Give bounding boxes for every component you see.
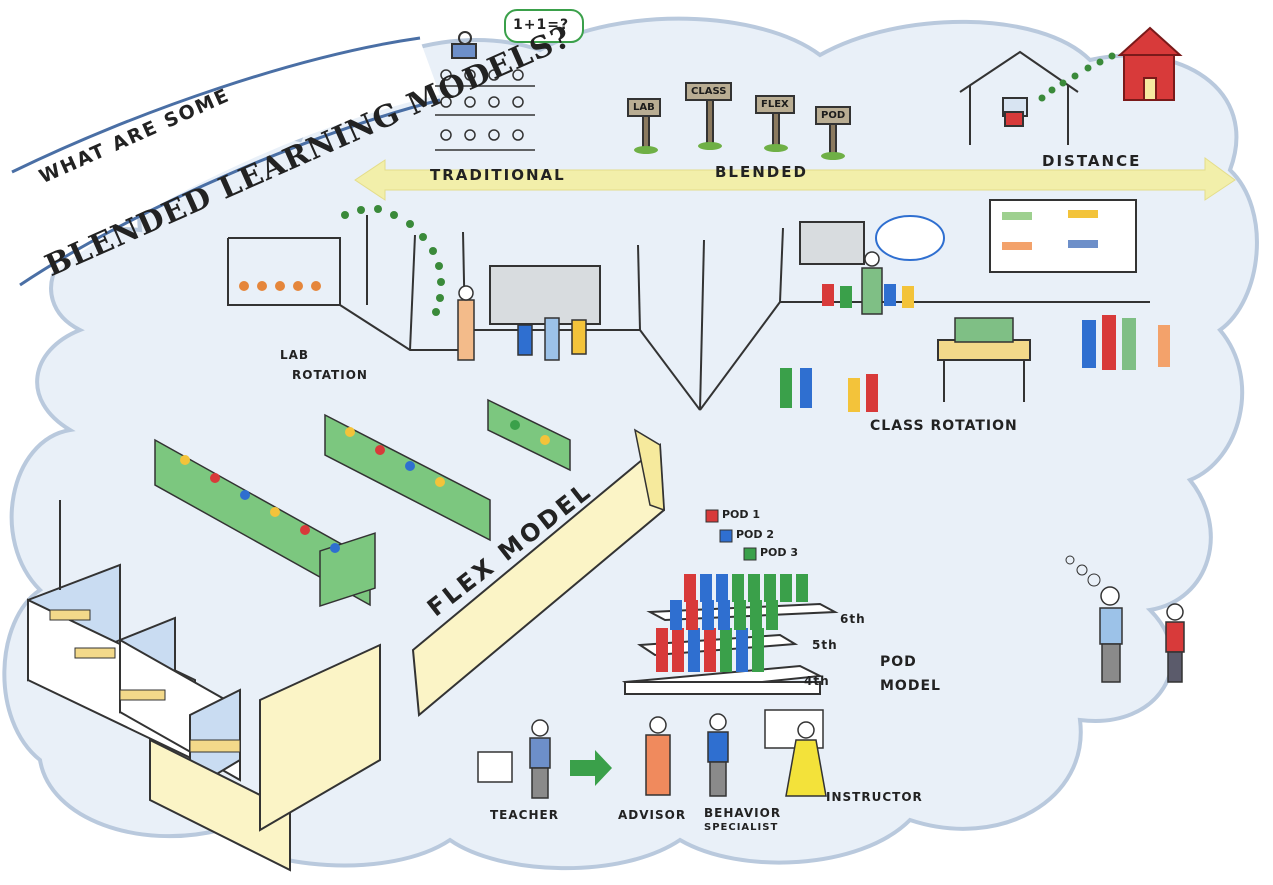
role-behavior: BEHAVIOR — [704, 806, 782, 820]
lab-people — [457, 285, 587, 361]
lab-rotation-line-1: LAB — [280, 348, 310, 362]
cloud-shape — [2, 16, 1259, 871]
traditional-classroom — [435, 31, 535, 151]
role-specialist: SPECIALIST — [704, 822, 779, 833]
pod-legend-1: POD 1 — [722, 508, 761, 521]
school-building — [1117, 26, 1183, 101]
sign-pod: POD — [815, 106, 852, 125]
flex-model-cubicles — [154, 398, 571, 608]
pod-model-line-2: MODEL — [880, 678, 941, 694]
class-rotation-label: CLASS ROTATION — [870, 418, 1018, 434]
pod-model-line-1: POD — [880, 654, 917, 670]
board-equation: 1+1=? — [513, 17, 570, 33]
role-figures — [477, 709, 827, 799]
grade-6th: 6th — [840, 612, 866, 626]
class-rotation — [780, 199, 1170, 412]
pod-legend-2: POD 2 — [736, 528, 775, 541]
thought-bubble-board — [504, 9, 584, 43]
lab-rotation-line-2: ROTATION — [292, 368, 368, 382]
role-advisor: ADVISOR — [618, 808, 687, 822]
grade-4th: 4th — [804, 674, 830, 688]
pod-students — [656, 574, 808, 672]
flex-students — [180, 420, 550, 553]
dotted-path-lab — [341, 205, 445, 316]
sign-lab: LAB — [627, 98, 661, 117]
spectrum-arrow — [354, 157, 1236, 201]
scale-label-distance: DISTANCE — [1042, 152, 1142, 170]
thinking-person — [1065, 555, 1185, 683]
role-teacher: TEACHER — [490, 808, 559, 822]
sign-class: CLASS — [685, 82, 733, 101]
sign-flex: FLEX — [755, 95, 795, 114]
grade-5th: 5th — [812, 638, 838, 652]
distance-learning — [959, 50, 1079, 145]
pod-legend-3: POD 3 — [760, 546, 799, 559]
dotted-path-distance — [1038, 52, 1116, 102]
whiteboard-lab — [489, 265, 601, 325]
pod-legend-swatches — [705, 509, 757, 561]
scale-label-blended: BLENDED — [715, 163, 808, 181]
role-instructor: INSTRUCTOR — [826, 790, 923, 804]
scale-label-traditional: TRADITIONAL — [430, 166, 566, 184]
